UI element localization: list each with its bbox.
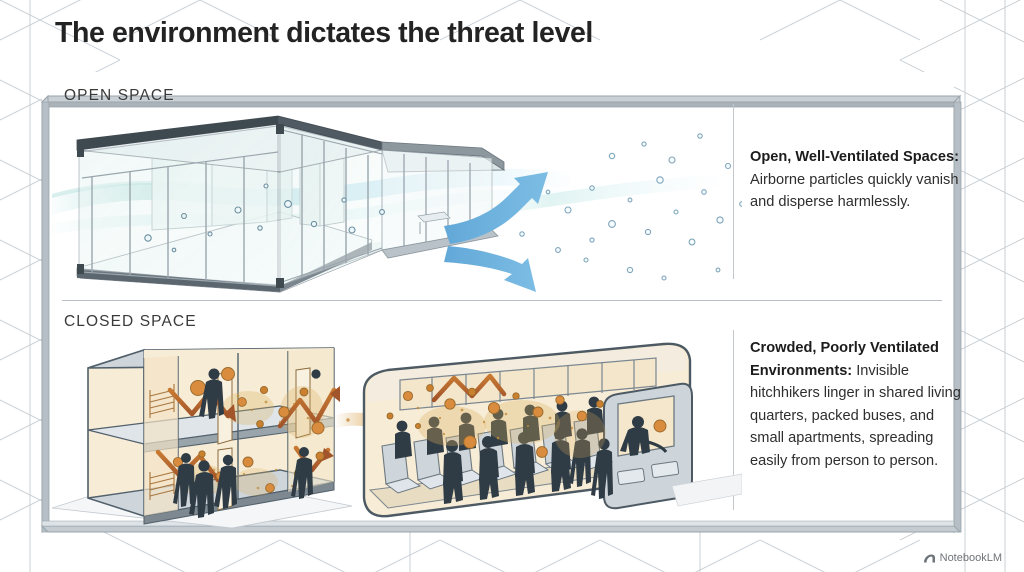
person-silhouette — [551, 428, 571, 492]
particle-speckle-bus — [416, 406, 574, 440]
notebooklm-logo-icon — [923, 554, 935, 562]
divider-vertical-open — [733, 104, 734, 279]
figure-silhouettes-building — [173, 368, 321, 518]
pavilion-left-glass-wall — [77, 125, 279, 287]
staircase-lower — [149, 466, 175, 500]
person-silhouette-standing — [569, 428, 591, 487]
open-space-illustration — [52, 115, 742, 293]
two-story-cutaway-building — [87, 347, 473, 525]
text-body-closed: Invisible hitchhikers linger in shared l… — [750, 362, 961, 469]
divider-vertical-closed — [733, 330, 734, 510]
dispersal-arrow-lower — [444, 246, 536, 292]
airborne-particles-dispersing — [519, 133, 742, 281]
section-divider-horizontal — [62, 300, 942, 301]
pavilion-right-glass-wall — [276, 124, 383, 288]
person-silhouette-driver — [620, 416, 668, 456]
page-title: The environment dictates the threat leve… — [55, 17, 593, 49]
person-silhouette — [189, 460, 214, 518]
person-silhouette — [199, 368, 224, 419]
text-body-open: Airborne particles quickly vanish and di… — [750, 171, 959, 211]
watermark-label: NotebookLM — [939, 552, 1002, 564]
closed-space-illustration — [52, 342, 742, 529]
crowded-bus-cutaway — [362, 342, 693, 518]
person-silhouette — [173, 453, 195, 507]
person-silhouette — [427, 416, 444, 455]
person-silhouette — [515, 432, 535, 496]
text-heading-closed: Crowded, Poorly Ventilated Environments: — [750, 340, 939, 379]
person-silhouette — [311, 369, 321, 379]
bus-window-mullions — [431, 360, 635, 408]
particle-speckle-building — [212, 394, 310, 490]
person-silhouette — [443, 440, 463, 504]
watermark: NotebookLM — [923, 552, 1002, 564]
particles-large-bus — [386, 384, 604, 458]
bus-driver-cab — [603, 382, 693, 510]
person-silhouette — [479, 436, 499, 500]
airflow-dispersal — [444, 172, 719, 292]
bus-ground-plane — [671, 473, 742, 507]
person-silhouette — [395, 420, 412, 459]
text-block-open-space: Open, Well-Ventilated Spaces: Airborne p… — [750, 146, 966, 214]
person-silhouette-standing — [591, 438, 613, 499]
text-block-closed-space: Crowded, Poorly Ventilated Environments:… — [750, 337, 966, 472]
airborne-particles-interior — [144, 183, 385, 253]
person-silhouette — [291, 447, 313, 499]
text-heading-open: Open, Well-Ventilated Spaces: — [750, 149, 959, 165]
person-silhouette — [214, 454, 237, 509]
section-label-open-space: OPEN SPACE — [64, 87, 175, 104]
section-label-closed-space: CLOSED SPACE — [64, 313, 197, 330]
dispersal-arrow-upper — [444, 172, 548, 244]
